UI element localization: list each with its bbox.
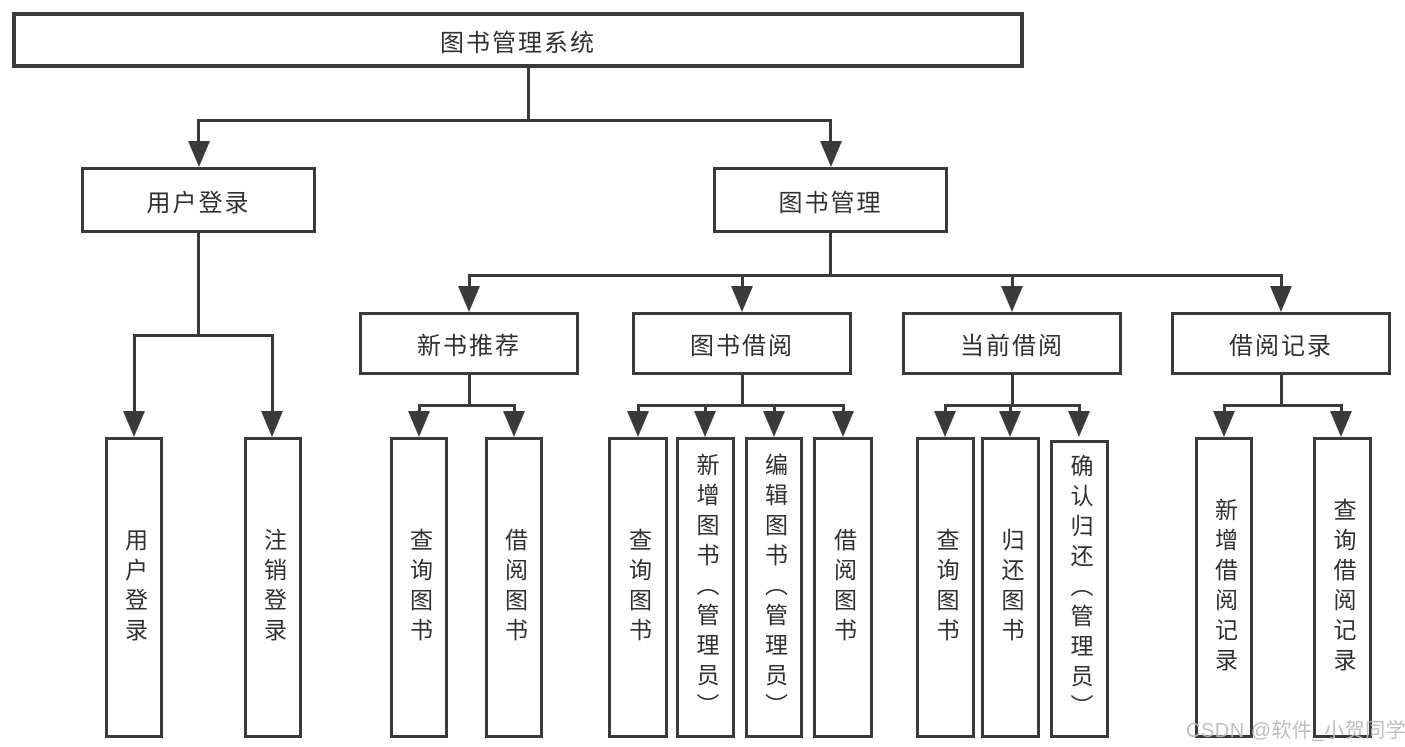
connector: [637, 404, 844, 407]
connector: [637, 404, 640, 413]
arrow-down-icon: [1001, 286, 1023, 312]
connector: [773, 404, 776, 413]
node-borrowing-records: 借阅记录: [1171, 312, 1391, 375]
node-new-book-recommend: 新书推荐: [359, 312, 579, 375]
leaf-bb-edit-books-label: 编辑图书（管理员）: [761, 452, 788, 723]
leaf-cb-query-books-label: 查询图书: [933, 527, 959, 648]
connector: [418, 404, 515, 407]
leaf-cb-query-books: 查询图书: [916, 437, 975, 738]
connector: [704, 404, 707, 413]
leaf-br-add-record: 新增借阅记录: [1195, 437, 1253, 738]
arrow-down-icon: [503, 411, 525, 437]
node-library-system-label: 图书管理系统: [440, 29, 596, 57]
leaf-logout: 注销登录: [244, 437, 302, 738]
arrow-down-icon: [832, 411, 854, 437]
connector: [1011, 274, 1014, 288]
leaf-cb-confirm-return-label: 确认归还（管理员）: [1067, 454, 1093, 724]
connector: [829, 119, 832, 143]
connector: [944, 404, 1080, 407]
connector: [197, 233, 200, 337]
leaf-bb-add-books: 新增图书（管理员）: [676, 437, 735, 738]
arrow-down-icon: [261, 411, 283, 437]
leaf-br-add-record-label: 新增借阅记录: [1211, 497, 1238, 678]
arrow-down-icon: [1068, 411, 1090, 437]
node-current-borrowing: 当前借阅: [902, 312, 1122, 375]
leaf-user-login-label: 用户登录: [121, 527, 148, 648]
connector: [842, 404, 845, 413]
leaf-br-query-record-label: 查询借阅记录: [1330, 497, 1356, 678]
node-book-borrowing-label: 图书借阅: [690, 333, 794, 360]
leaf-rec-borrow-books: 借阅图书: [485, 437, 543, 738]
arrow-down-icon: [1270, 286, 1292, 312]
leaf-bb-edit-books: 编辑图书（管理员）: [745, 437, 803, 738]
connector: [197, 119, 832, 122]
node-book-borrowing: 图书借阅: [632, 312, 852, 375]
arrow-down-icon: [999, 411, 1021, 437]
node-new-book-recommend-label: 新书推荐: [417, 333, 521, 360]
arrow-down-icon: [1330, 411, 1352, 437]
connector: [1011, 375, 1014, 407]
arrow-down-icon: [934, 411, 956, 437]
connector: [1078, 404, 1081, 413]
node-borrowing-records-label: 借阅记录: [1229, 333, 1333, 360]
leaf-rec-query-books: 查询图书: [390, 437, 448, 738]
node-user-login: 用户登录: [81, 167, 316, 233]
connector: [1340, 404, 1343, 413]
connector: [418, 404, 421, 413]
connector: [1223, 404, 1226, 413]
connector: [944, 404, 947, 413]
arrow-down-icon: [627, 411, 649, 437]
connector: [829, 233, 832, 277]
leaf-cb-confirm-return: 确认归还（管理员）: [1050, 440, 1109, 738]
connector: [197, 119, 200, 143]
leaf-rec-borrow-books-label: 借阅图书: [501, 527, 528, 648]
connector: [468, 375, 471, 407]
arrow-down-icon: [731, 286, 753, 312]
arrow-down-icon: [123, 411, 145, 437]
leaf-bb-query-books: 查询图书: [608, 437, 668, 738]
leaf-bb-add-books-label: 新增图书（管理员）: [693, 452, 719, 723]
connector: [1280, 274, 1283, 288]
csdn-watermark: CSDN @软件_小贺同学: [1186, 720, 1405, 742]
connector: [513, 404, 516, 413]
leaf-bb-query-books-label: 查询图书: [625, 527, 652, 648]
connector: [1009, 404, 1012, 413]
connector: [527, 68, 530, 122]
leaf-rec-query-books-label: 查询图书: [406, 527, 433, 648]
node-book-management-label: 图书管理: [778, 189, 883, 217]
connector: [468, 274, 1283, 277]
connector: [133, 334, 274, 337]
node-library-system: 图书管理系统: [12, 12, 1024, 68]
node-user-login-label: 用户登录: [146, 189, 251, 217]
arrow-down-icon: [763, 411, 785, 437]
leaf-logout-label: 注销登录: [260, 527, 287, 648]
leaf-cb-return-books-label: 归还图书: [998, 527, 1024, 648]
node-current-borrowing-label: 当前借阅: [960, 333, 1064, 360]
arrow-down-icon: [1213, 411, 1235, 437]
connector: [741, 375, 744, 407]
leaf-user-login: 用户登录: [105, 437, 163, 738]
leaf-cb-return-books: 归还图书: [981, 437, 1040, 738]
leaf-br-query-record: 查询借阅记录: [1313, 437, 1372, 738]
arrow-down-icon: [694, 411, 716, 437]
node-book-management: 图书管理: [713, 167, 948, 233]
connector: [1280, 375, 1283, 407]
arrow-down-icon: [458, 286, 480, 312]
connector: [741, 274, 744, 288]
leaf-bb-borrow-books-label: 借阅图书: [830, 527, 857, 648]
connector: [133, 334, 136, 413]
connector: [271, 334, 274, 413]
connector: [468, 274, 471, 288]
arrow-down-icon: [188, 141, 210, 167]
leaf-bb-borrow-books: 借阅图书: [813, 437, 873, 738]
arrow-down-icon: [408, 411, 430, 437]
connector: [1223, 404, 1343, 407]
arrow-down-icon: [820, 141, 842, 167]
